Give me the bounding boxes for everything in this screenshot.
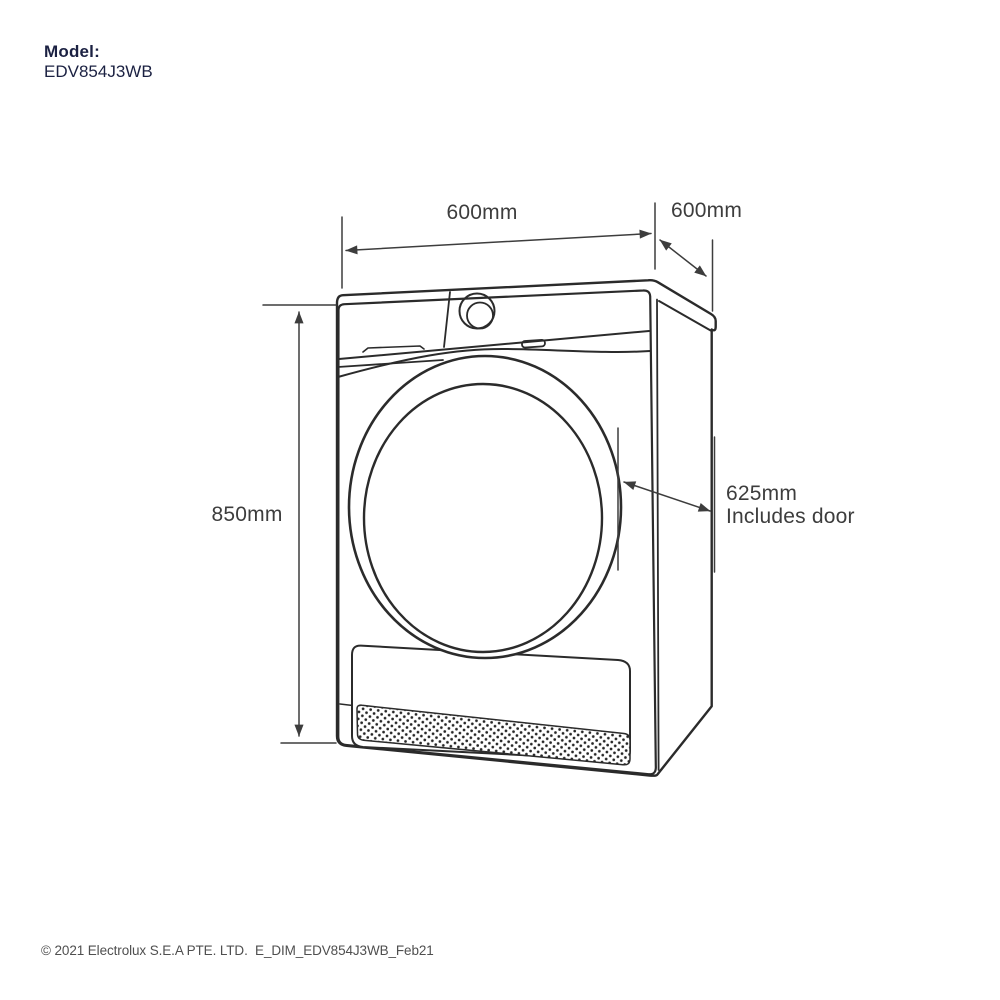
- copyright-note: © 2021 Electrolux S.E.A PTE. LTD. E_DIM_…: [41, 943, 434, 958]
- model-value: EDV854J3WB: [44, 62, 153, 81]
- program-knob-inner: [466, 301, 494, 330]
- door-depth-value: 625mm: [726, 482, 798, 505]
- depth-dimension-label: 600mm: [671, 199, 743, 222]
- front-trim-curve: [337, 348, 651, 378]
- control-panel-bottom-edge: [338, 330, 650, 360]
- door-depth-dimension: [617, 427, 716, 573]
- height-dimension: [262, 304, 337, 744]
- width-dimension-label: 600mm: [446, 201, 518, 224]
- model-block: Model: EDV854J3WB: [44, 42, 153, 82]
- drawer-handle: [362, 345, 425, 353]
- control-panel-divider: [443, 291, 451, 348]
- side-chamfer-line: [656, 298, 660, 771]
- door-depth-arrow: [623, 481, 711, 512]
- width-dimension: [341, 202, 656, 289]
- door-depth-note: Includes door: [726, 505, 855, 528]
- model-label: Model:: [44, 42, 100, 61]
- width-arrow: [345, 229, 652, 255]
- vent-grille: [356, 704, 631, 766]
- door-depth-dimension-label: 625mm Includes door: [726, 482, 855, 528]
- door-window: [362, 382, 604, 654]
- dimension-lines: [262, 202, 716, 744]
- display-slot: [521, 338, 546, 349]
- depth-dimension: [659, 239, 714, 312]
- height-dimension-label: 850mm: [211, 503, 283, 526]
- lid-underside-edge: [658, 300, 713, 332]
- dryer-body: [335, 279, 717, 777]
- depth-arrow: [659, 239, 707, 277]
